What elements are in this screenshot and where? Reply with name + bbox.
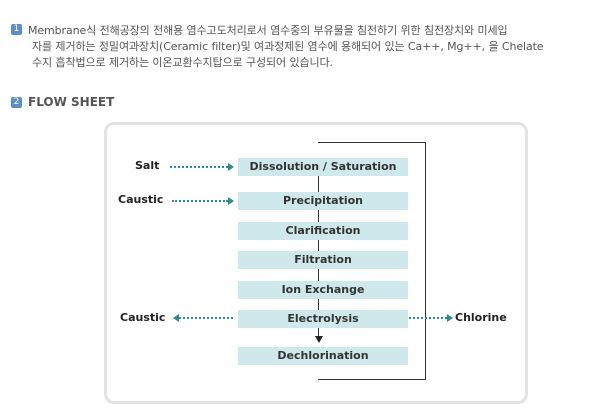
left-arrow-icon xyxy=(173,314,179,322)
right-arrow-icon xyxy=(447,314,453,322)
step-clarification: Clarification xyxy=(238,222,408,240)
salt-input-arrow-line xyxy=(170,166,228,168)
salt-input-label: Salt xyxy=(135,159,160,172)
section-title: FLOW SHEET xyxy=(28,95,115,109)
chlorine-output-label: Chlorine xyxy=(455,311,507,324)
step-ion-exchange: Ion Exchange xyxy=(238,281,408,299)
right-arrow-icon xyxy=(228,197,234,205)
intro-paragraph: Membrane식 전해공장의 전해용 염수고도처리로서 염수중의 부유물을 침… xyxy=(28,23,606,71)
caustic-input-label: Caustic xyxy=(118,193,164,206)
caustic-input-arrow-line xyxy=(172,200,228,202)
down-arrow-icon xyxy=(315,336,323,343)
recirculation-loop-line xyxy=(318,142,426,380)
step-dechlorination: Dechlorination xyxy=(238,347,408,365)
section-number-badge: 2 xyxy=(11,97,22,108)
step-filtration: Filtration xyxy=(238,251,408,269)
intro-line: 수지 흡착법으로 제거하는 이온교환수지탑으로 구성되어 있습니다. xyxy=(32,56,333,69)
step-electrolysis: Electrolysis xyxy=(238,310,408,328)
right-arrow-icon xyxy=(228,163,234,171)
intro-line: Membrane식 전해공장의 전해용 염수고도처리로서 염수중의 부유물을 침… xyxy=(28,24,508,37)
caustic-output-label: Caustic xyxy=(120,311,166,324)
chlorine-output-arrow-line xyxy=(409,317,447,319)
section-number-badge: 1 xyxy=(11,24,22,35)
step-dissolution-saturation: Dissolution / Saturation xyxy=(238,158,408,176)
intro-line: 자를 제거하는 정밀여과장치(Ceramic filter)및 여과정제된 염수… xyxy=(32,40,544,53)
caustic-output-arrow-line xyxy=(179,317,233,319)
step-precipitation: Precipitation xyxy=(238,192,408,210)
